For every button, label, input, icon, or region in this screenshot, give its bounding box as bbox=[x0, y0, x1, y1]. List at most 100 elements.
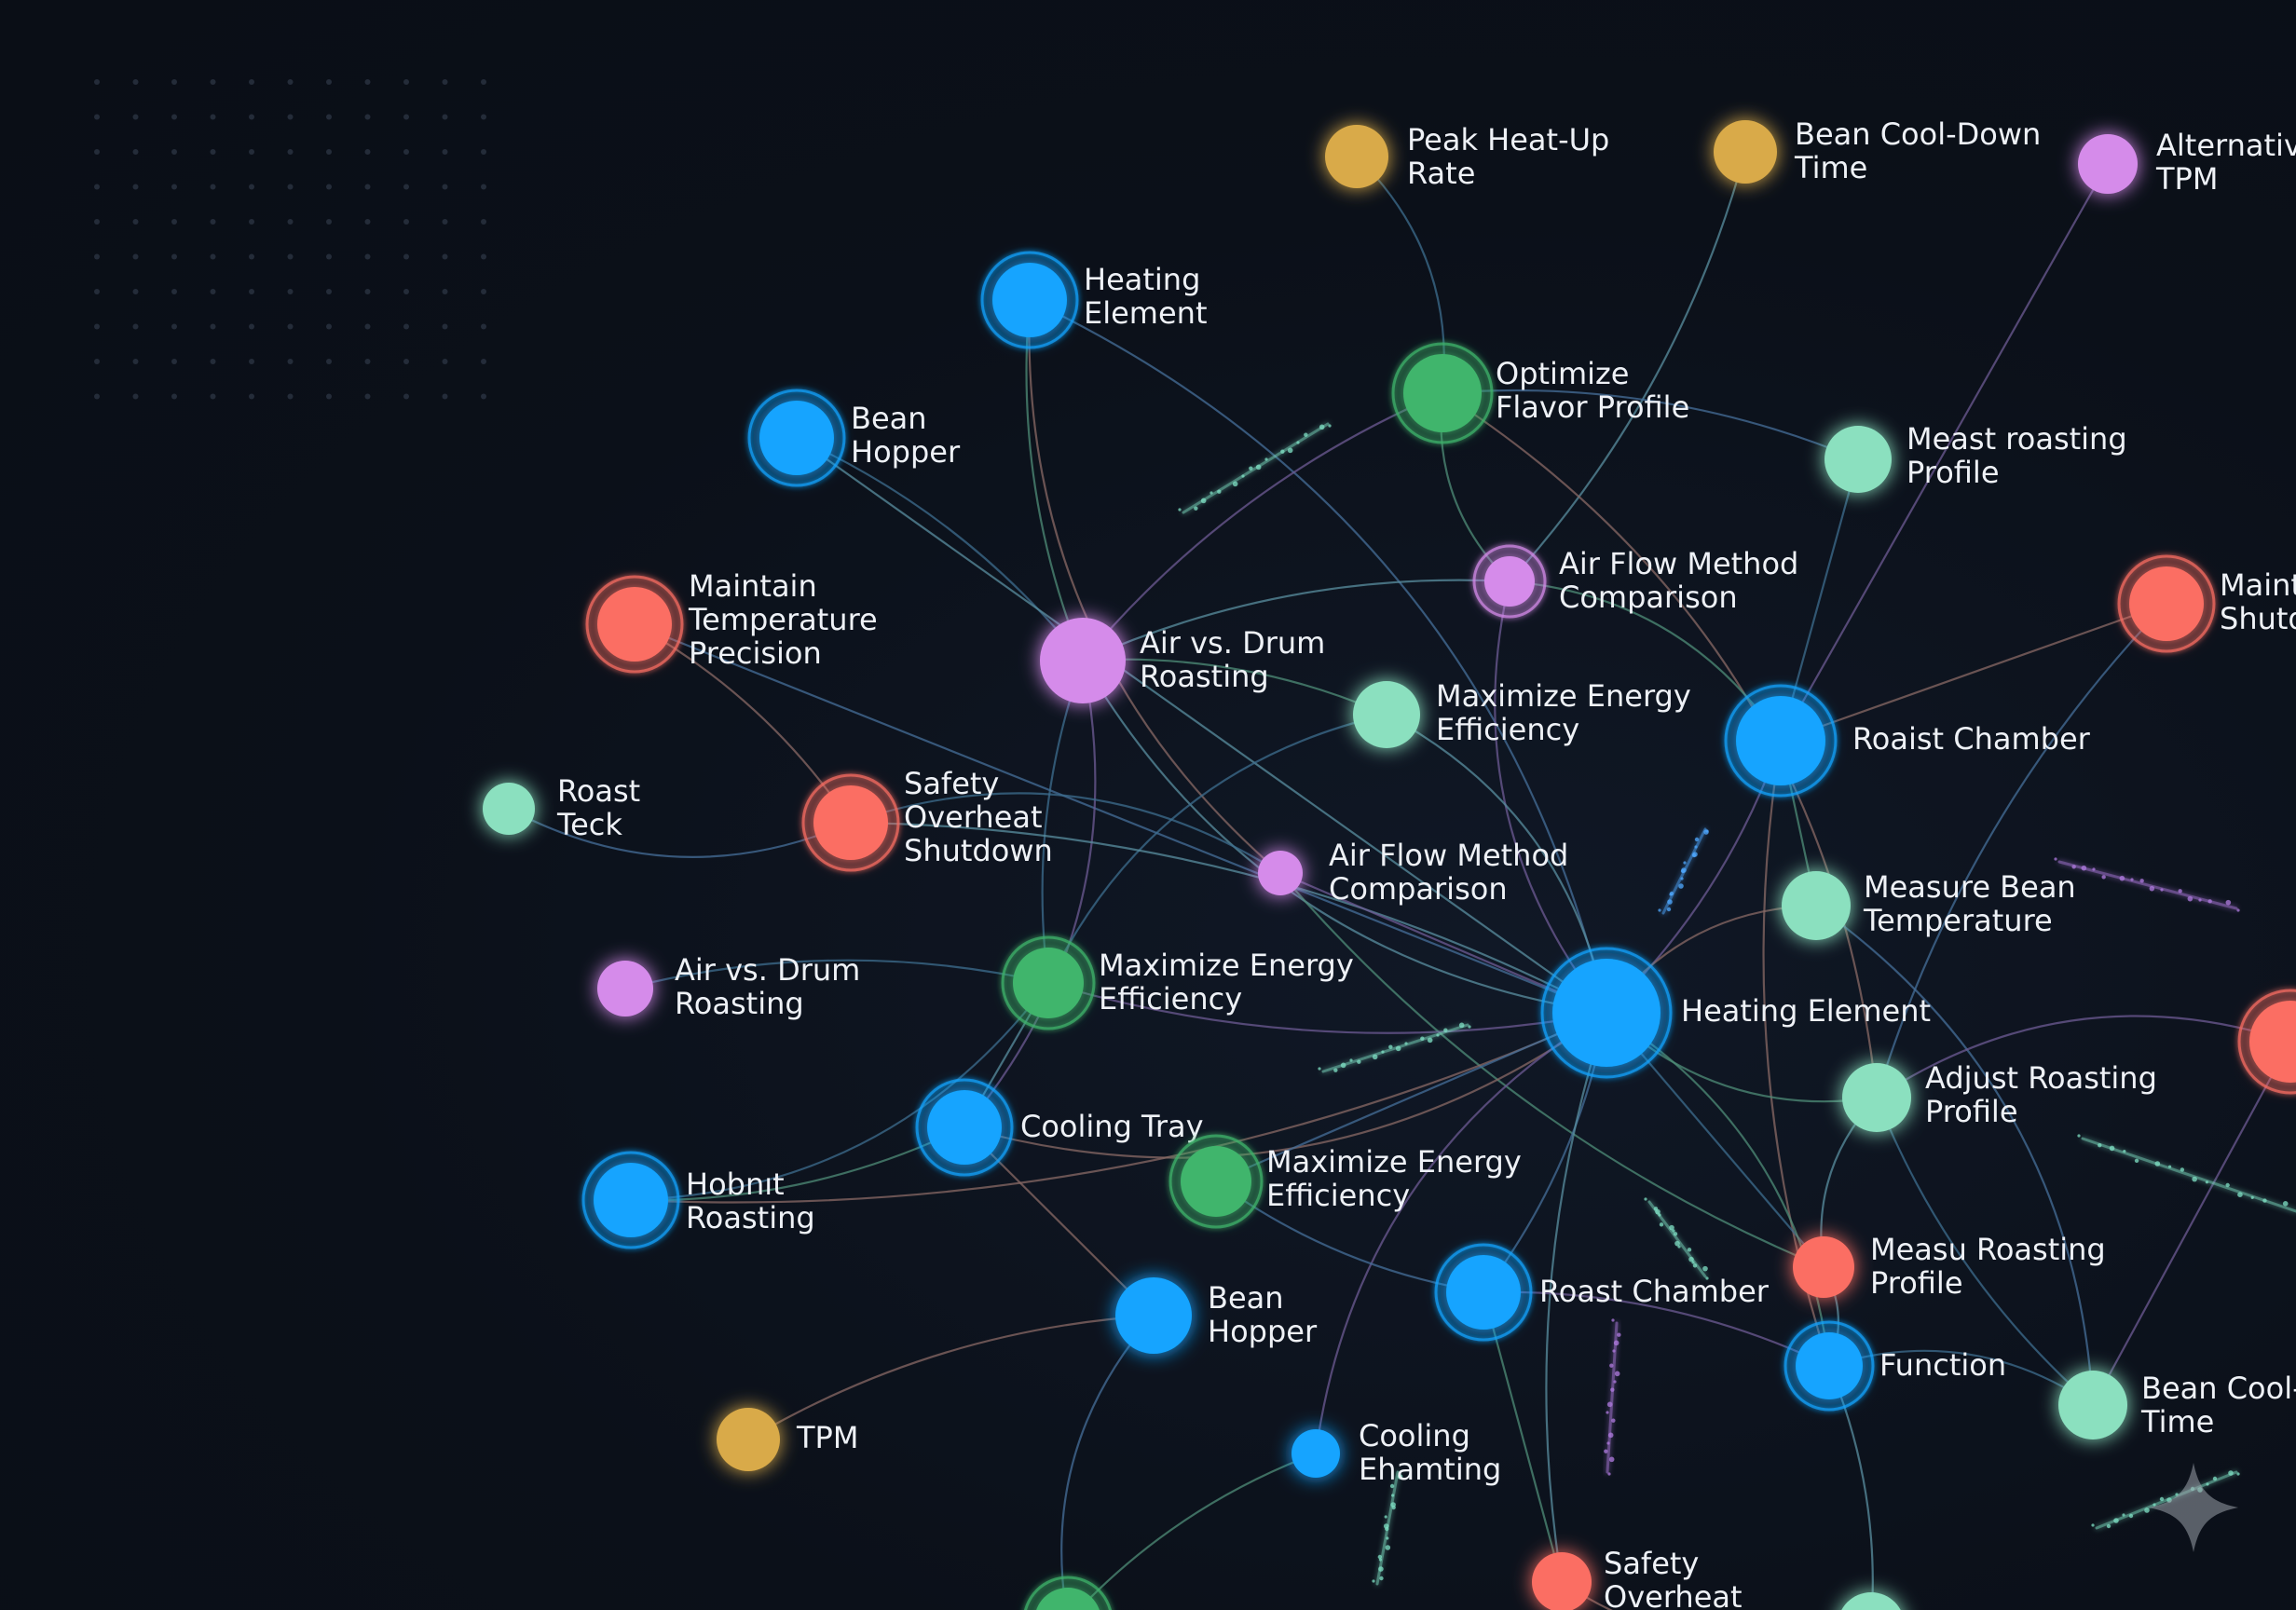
edge bbox=[508, 808, 852, 858]
edge bbox=[1215, 1011, 1607, 1183]
edge bbox=[1076, 1452, 1317, 1610]
node-label: Cooling Tray bbox=[1020, 1109, 1204, 1144]
edge bbox=[850, 792, 1281, 874]
edge bbox=[1047, 713, 1387, 984]
node-roast-chamber-lower[interactable]: Roast Chamber bbox=[1434, 1243, 1770, 1342]
node-heating-element-hub[interactable]: Heating Element bbox=[1540, 947, 1931, 1079]
edge bbox=[1828, 1349, 2094, 1406]
edge bbox=[1561, 1581, 1614, 1610]
edge bbox=[1060, 1315, 1155, 1610]
edge bbox=[1815, 905, 2095, 1406]
particle-streak-layer bbox=[1178, 422, 2296, 1586]
node-function[interactable]: Function bbox=[1784, 1320, 2006, 1412]
node-bean-cool-down-time-right[interactable]: Bean Cool-DTime bbox=[2058, 1371, 2296, 1439]
edge bbox=[1047, 981, 1607, 1034]
edge bbox=[1875, 1097, 2094, 1406]
edge bbox=[1545, 1012, 1608, 1583]
edge bbox=[796, 437, 1607, 1014]
edge bbox=[964, 1012, 1607, 1159]
node-red-edge-right[interactable] bbox=[2237, 989, 2296, 1095]
node-label: TPM bbox=[796, 1420, 858, 1455]
edge bbox=[1028, 299, 1281, 874]
edge bbox=[630, 1126, 965, 1202]
edge bbox=[1875, 603, 2167, 1098]
node-label: Heating Element bbox=[1681, 993, 1931, 1029]
edge bbox=[1827, 1365, 1874, 1610]
node-green-bottom-left[interactable] bbox=[1024, 1576, 1112, 1610]
node-mint-bottom[interactable] bbox=[1838, 1592, 1905, 1610]
node-label: MaintShutd bbox=[2220, 567, 2296, 636]
edge bbox=[1386, 714, 1608, 1014]
edge bbox=[1314, 1012, 1607, 1454]
edge bbox=[624, 959, 1049, 990]
edge bbox=[796, 436, 1084, 662]
edge bbox=[634, 623, 852, 824]
node-label: Function bbox=[1879, 1347, 2006, 1383]
edge bbox=[630, 1011, 1607, 1204]
node-roaist-chamber[interactable]: Roaist Chamber bbox=[1724, 684, 2091, 798]
edge bbox=[1509, 151, 1747, 582]
node-label: Bean Cool-DTime bbox=[2140, 1371, 2296, 1439]
dot-grid-decoration bbox=[94, 79, 486, 400]
node-tpm[interactable]: TPM bbox=[717, 1408, 858, 1471]
edge bbox=[1025, 299, 1085, 662]
edge bbox=[634, 622, 1607, 1015]
edge bbox=[2092, 1041, 2291, 1406]
edge bbox=[630, 982, 1049, 1202]
node-cooling-tray[interactable]: Cooling Tray bbox=[915, 1078, 1204, 1177]
edge bbox=[1279, 872, 1824, 1269]
edge bbox=[850, 821, 1607, 1014]
edge bbox=[1509, 580, 1782, 742]
node-alternative-tpm[interactable]: AlternativeTPM bbox=[2078, 128, 2296, 197]
edge bbox=[1606, 1012, 1831, 1367]
node-label: AlternativeTPM bbox=[2155, 128, 2296, 197]
node-maint-shutd-edge[interactable]: MaintShutd bbox=[2117, 554, 2296, 653]
edge bbox=[1494, 580, 1607, 1014]
four-point-star-icon bbox=[2149, 1463, 2238, 1552]
edge bbox=[1082, 579, 1510, 662]
edge bbox=[1482, 1291, 1564, 1583]
